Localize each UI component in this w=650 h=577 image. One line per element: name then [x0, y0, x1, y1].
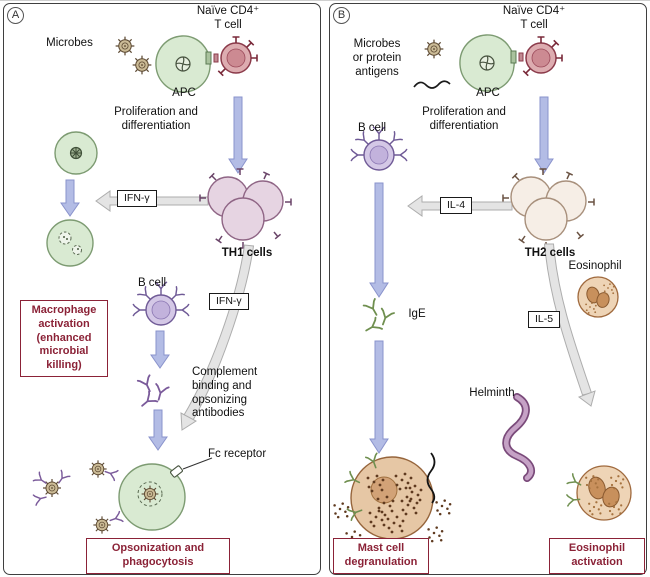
b-cell-label: B cell: [357, 122, 387, 134]
microbes-label: Microbes: [46, 37, 93, 49]
th2-cell-cluster: [502, 168, 595, 249]
naive-t-cell: [217, 36, 258, 77]
opsonization-box: Opsonization and phagocytosis: [86, 538, 230, 574]
apc-label: APC: [172, 87, 196, 99]
antibody-icon: [107, 510, 124, 527]
microbe-icon: [92, 515, 112, 535]
naive-t-cell-label: Naïve CD4⁺ T cell: [502, 5, 566, 31]
mast-cell: [333, 456, 452, 562]
gray-arrowhead: [577, 390, 596, 407]
fc-receptor-label: Fc receptor: [208, 448, 267, 460]
microbe-icon: [88, 459, 108, 479]
panel-b-badge: B: [333, 7, 350, 24]
b-cell: [350, 126, 408, 171]
ige-antibodies-icon: [362, 298, 395, 338]
apc-label: APC: [476, 87, 500, 99]
complement-label: Complement binding and opsonizing antibo…: [192, 366, 258, 420]
helminth-label: Helminth: [469, 387, 515, 399]
opsonizing-antibodies-icon: [136, 374, 170, 412]
naive-t-cell-label: Naïve CD4⁺ T cell: [196, 5, 260, 31]
eosinophil-cell: [577, 276, 619, 318]
ige-label: IgE: [408, 308, 426, 320]
proliferation-label: Proliferation and differentiation: [422, 106, 506, 132]
b-cell: [132, 281, 190, 326]
macrophage-activated: [46, 219, 94, 267]
panel-a-badge: A: [7, 7, 24, 24]
proliferation-label: Proliferation and differentiation: [114, 106, 198, 132]
microbe-icon: [42, 478, 62, 498]
bcell-to-antibody-arrow: [150, 330, 170, 369]
il-4-box: IL-4: [440, 197, 473, 215]
b-cell-label: B cell: [137, 277, 167, 289]
tcr-molecule-icon: [213, 53, 219, 63]
microbe-icon: [132, 55, 152, 75]
proliferation-arrow: [228, 96, 248, 174]
proliferation-arrow: [534, 96, 554, 174]
eosinophil-label: Eosinophil: [568, 260, 622, 272]
macrophage-resting: [54, 131, 98, 175]
macrophage-activation-arrow: [60, 179, 80, 217]
protein-antigen-icon: [413, 80, 451, 89]
ige-to-mastcell-arrow: [369, 340, 389, 454]
antibody-to-macrophage-arrow: [148, 409, 168, 451]
microbe-icon: [424, 39, 444, 59]
panel-b-graphics: [333, 34, 632, 562]
mast-cell-degranulation-box: Mast cell degranulation: [333, 538, 429, 574]
tcr-molecule-icon: [518, 52, 524, 62]
th2-cells-label: TH2 cells: [524, 247, 576, 259]
ifn-gamma-box: IFN-γ: [117, 190, 157, 208]
ifn-gamma-box: IFN-γ: [209, 293, 249, 311]
fc-receptor-pointer: [182, 457, 213, 470]
antigen-squiggle-icon: [426, 452, 436, 504]
mhc-molecule-icon: [510, 50, 517, 64]
mhc-molecule-icon: [205, 51, 212, 65]
apc-cell: [155, 35, 211, 93]
gray-arrowhead: [180, 412, 197, 431]
eosinophil-activation-box: Eosinophil activation: [549, 538, 645, 574]
microbes-antigens-label: Microbes or protein antigens: [352, 38, 402, 78]
naive-t-cell: [522, 36, 563, 77]
fc-receptor-icon: [170, 465, 183, 478]
macrophage-activation-box: Macrophage activation (enhanced microbia…: [20, 300, 108, 377]
helminth-icon: [502, 393, 536, 482]
th1-cell-cluster: [199, 168, 292, 249]
bcell-to-ige-arrow: [369, 182, 389, 298]
il-5-box: IL-5: [528, 311, 561, 329]
th1-cells-label: TH1 cells: [221, 247, 273, 259]
eosinophil-activated: [576, 465, 632, 521]
macrophage-phagocytosing: [118, 463, 186, 531]
microbe-icon: [115, 36, 135, 56]
apc-cell: [459, 34, 515, 92]
